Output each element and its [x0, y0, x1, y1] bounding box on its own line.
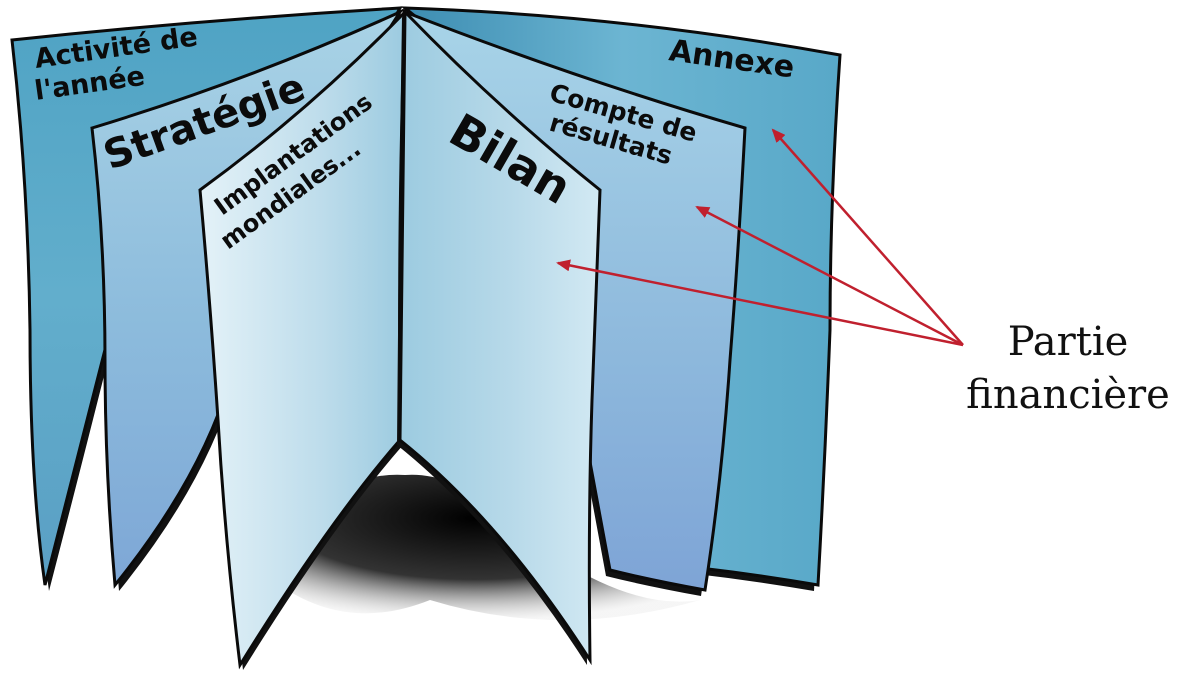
book-spine — [398, 9, 406, 443]
arrow-to-bilan — [556, 259, 964, 347]
callout-line1: Partie — [1008, 319, 1129, 365]
page-implantations — [198, 8, 408, 670]
callout-arrows — [556, 128, 964, 347]
arrow-to-compte-resultats — [695, 205, 964, 347]
page-bilan — [397, 8, 602, 666]
arrow-to-annexe — [771, 128, 964, 346]
callout-line2: financière — [966, 372, 1170, 418]
